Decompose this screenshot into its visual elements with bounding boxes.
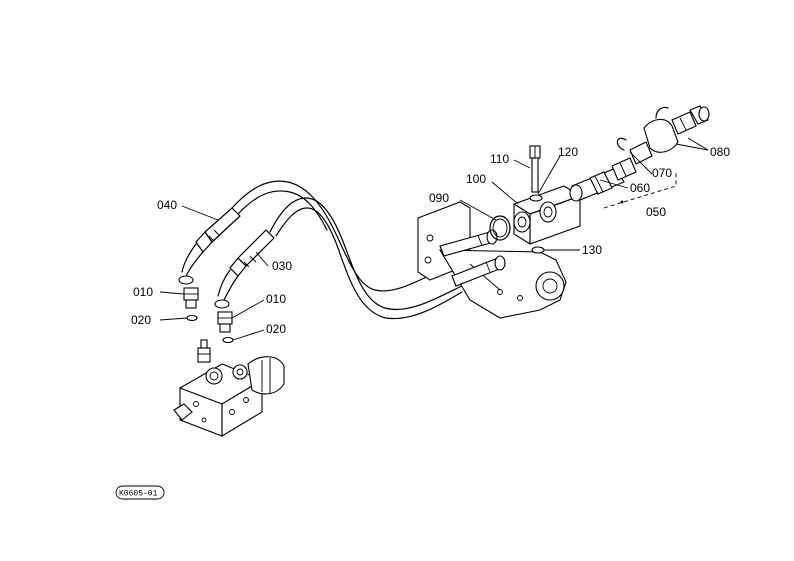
label-120: 120 bbox=[558, 145, 578, 159]
label-080: 080 bbox=[710, 145, 730, 159]
label-050: 050 bbox=[646, 205, 666, 219]
washer-130 bbox=[531, 246, 545, 254]
snap-ring-090 bbox=[489, 215, 511, 241]
coupler-pipe-lower bbox=[451, 255, 506, 287]
coupler-080 bbox=[643, 105, 710, 153]
label-130: 130 bbox=[582, 243, 602, 257]
mounting-bracket bbox=[417, 201, 567, 319]
control-valve-block bbox=[173, 339, 285, 437]
washer-120 bbox=[529, 194, 543, 202]
adapter-070 bbox=[616, 137, 653, 165]
label-020-right: 020 bbox=[266, 322, 286, 336]
coupler-060 bbox=[569, 157, 637, 202]
drawing-code: K0605-01 bbox=[119, 490, 158, 499]
o-ring-020-right bbox=[222, 336, 234, 344]
union-010-left bbox=[183, 287, 199, 309]
label-070: 070 bbox=[652, 166, 672, 180]
manifold-block-100 bbox=[513, 185, 581, 245]
label-020-left: 020 bbox=[131, 313, 151, 327]
label-090: 090 bbox=[429, 191, 449, 205]
label-030: 030 bbox=[272, 259, 292, 273]
label-010-right: 010 bbox=[266, 292, 286, 306]
hose-040-tube bbox=[231, 180, 471, 292]
bracket-050-dot bbox=[620, 200, 624, 204]
hose-030-fitting bbox=[214, 229, 275, 309]
hose-040-fitting bbox=[178, 207, 241, 285]
hose-030-tube bbox=[269, 197, 471, 320]
bracket-050 bbox=[603, 170, 677, 209]
label-010-left: 010 bbox=[133, 285, 153, 299]
leader-lines bbox=[159, 137, 709, 341]
bolt-110 bbox=[529, 145, 541, 193]
label-040: 040 bbox=[157, 198, 177, 212]
union-010-right bbox=[217, 311, 233, 333]
drawing-code-frame bbox=[115, 485, 165, 500]
o-ring-020-left bbox=[186, 314, 198, 322]
label-060: 060 bbox=[630, 181, 650, 195]
label-100: 100 bbox=[466, 172, 486, 186]
label-110: 110 bbox=[490, 152, 509, 166]
